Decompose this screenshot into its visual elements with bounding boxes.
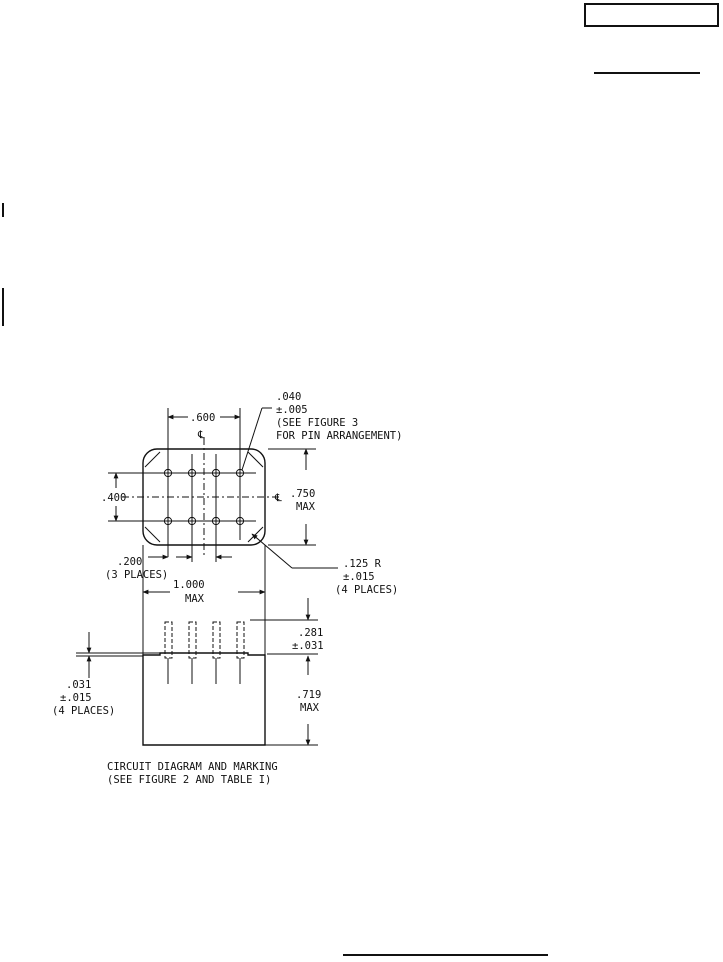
footer-rule	[343, 954, 548, 956]
pin	[187, 468, 197, 478]
dim-height-note: MAX	[296, 501, 316, 513]
change-bar	[2, 203, 4, 217]
dim-row-spacing: .400	[101, 492, 126, 504]
dim-corner-radius: .125 R	[343, 558, 382, 570]
dim-pin-diameter-note: (SEE FIGURE 3	[276, 417, 358, 429]
dim-standoff-note: (4 PLACES)	[52, 705, 115, 717]
pins-side	[164, 621, 245, 684]
pin	[163, 468, 173, 478]
dim-pin-diameter: .040	[276, 391, 301, 403]
dim-pin-pitch-note: (3 PLACES)	[105, 569, 168, 581]
change-bar	[2, 288, 4, 326]
top-view: .600 ℄ .040 ±.005 (SEE FIGURE 3 FOR PIN …	[101, 391, 402, 596]
dim-pin-diameter-note: FOR PIN ARRANGEMENT)	[276, 430, 402, 442]
dim-corner-radius-note: (4 PLACES)	[335, 584, 398, 596]
pin	[211, 468, 221, 478]
dim-length-note: MAX	[185, 593, 205, 605]
dim-body-height-note: MAX	[300, 702, 320, 714]
dim-length: 1.000	[173, 579, 205, 591]
centerline-symbol: ℄	[197, 429, 205, 441]
dim-height: .750	[290, 488, 315, 500]
relay-body	[142, 652, 266, 746]
dim-body-height: .719	[296, 689, 321, 701]
dim-pin-span: .600	[190, 412, 215, 424]
document-number-box	[584, 3, 719, 27]
header-rule	[594, 72, 700, 74]
pin	[235, 468, 245, 478]
dim-pin-pitch: .200	[117, 556, 142, 568]
dim-standoff-tol: ±.015	[60, 692, 92, 704]
dim-pin-diameter-tol: ±.005	[276, 404, 308, 416]
dim-pin-length-tol: ±.031	[292, 640, 324, 652]
dim-standoff: .031	[66, 679, 91, 691]
side-view: 1.000 MAX .281 ±.031 .719 MAX	[52, 545, 324, 786]
figure-caption-note: (SEE FIGURE 2 AND TABLE I)	[107, 774, 271, 786]
centerline-symbol: ℄	[274, 492, 282, 504]
dim-corner-radius-tol: ±.015	[343, 571, 375, 583]
pin	[235, 516, 245, 526]
dim-pin-length: .281	[298, 627, 323, 639]
figure-caption: CIRCUIT DIAGRAM AND MARKING	[107, 761, 278, 773]
pin-grid	[152, 454, 256, 540]
